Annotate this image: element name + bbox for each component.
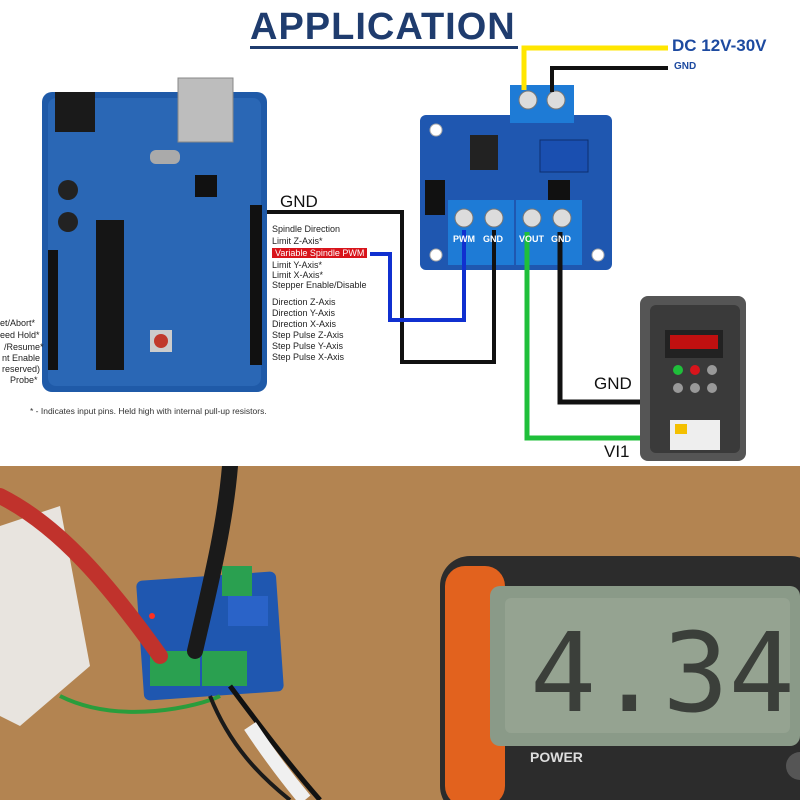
- left-pin-label: reserved): [2, 364, 41, 374]
- title-underline: [250, 46, 518, 49]
- wire-black-dc-gnd: [550, 66, 668, 92]
- left-pin-label: Probe*: [10, 375, 38, 385]
- pwm-highlight: Variable Spindle PWM: [272, 248, 368, 258]
- usb-port: [177, 77, 234, 143]
- pin-label: Spindle Direction: [272, 224, 341, 234]
- multimeter-power-label: POWER: [530, 749, 583, 765]
- pin-label: Step Pulse X-Axis: [272, 352, 345, 362]
- black-probe: [187, 466, 238, 659]
- arduino-gnd-label: GND: [280, 192, 318, 211]
- red-probe: [0, 488, 168, 664]
- pin-label-pwm: Variable Spindle PWM: [272, 248, 368, 258]
- pin-label: Direction X-Axis: [272, 319, 337, 329]
- wire-black-vfd-gnd: [557, 232, 640, 405]
- pin-label: Limit Z-Axis*: [272, 236, 323, 246]
- terminal-gnd-label: GND: [483, 234, 503, 244]
- left-pin-label: nt Enable: [2, 353, 41, 363]
- pin-label: Limit X-Axis*: [272, 270, 324, 280]
- pin-label: Direction Y-Axis: [272, 308, 336, 318]
- left-pin-label: /Resume*: [4, 342, 44, 352]
- wire-black-arduino-gnd: [267, 210, 496, 364]
- pin-label: Step Pulse Z-Axis: [272, 330, 344, 340]
- dc-jack: [55, 92, 95, 132]
- vfd-gnd-label: GND: [594, 374, 632, 393]
- analog-header: [48, 250, 58, 370]
- digital-header: [250, 205, 262, 365]
- left-pin-label: et/Abort*: [0, 318, 36, 328]
- terminal-vout-label: VOUT: [519, 234, 545, 244]
- pwm-module: [420, 85, 612, 270]
- atmega-chip: [96, 220, 124, 370]
- pin-label: Direction Z-Axis: [272, 297, 336, 307]
- dc-voltage-label: DC 12V-30V: [672, 36, 767, 55]
- page-title: APPLICATION: [250, 6, 516, 48]
- left-pin-label: eed Hold*: [0, 330, 40, 340]
- vi1-label: VI1: [604, 442, 630, 461]
- terminal-pwm-label: PWM: [453, 234, 475, 244]
- wire-green-vi1: [524, 232, 640, 441]
- dc-gnd-label: GND: [674, 61, 697, 72]
- multimeter-reading: 4.34: [530, 609, 795, 737]
- arduino-board: [42, 77, 267, 392]
- wire-yellow-dc: [521, 45, 668, 90]
- footnote: * - Indicates input pins. Held high with…: [30, 406, 267, 416]
- measurement-photo: 4.34 POWER: [0, 466, 800, 800]
- pin-label: Stepper Enable/Disable: [272, 280, 367, 290]
- terminal-gnd2-label: GND: [551, 234, 571, 244]
- pin-label: Step Pulse Y-Axis: [272, 341, 344, 351]
- vfd-drive: [640, 296, 746, 461]
- wire-blue-pwm: [370, 230, 466, 322]
- pin-label: Limit Y-Axis*: [272, 260, 323, 270]
- wiring-diagram: [42, 45, 746, 461]
